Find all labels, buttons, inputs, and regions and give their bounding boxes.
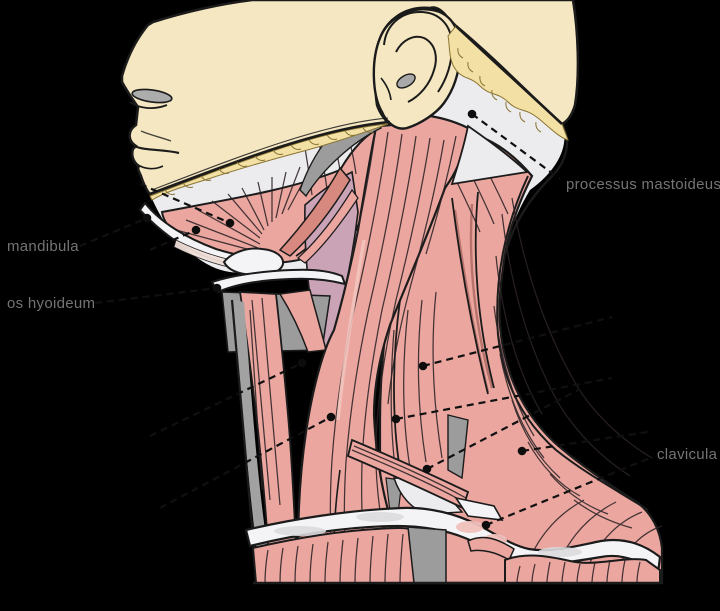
dot-os-hyoideum [212, 283, 222, 293]
thyrohyoid-muscle [278, 289, 327, 353]
mastoid-fascia-wedge [450, 124, 529, 186]
neck-front-deep-strip [232, 300, 272, 575]
omohyoid-region [346, 438, 504, 521]
leader-line [426, 388, 581, 470]
digastric-posterior-belly [278, 166, 351, 257]
leader-line [94, 286, 218, 305]
labels: processus mastoideus mandibula os hyoide… [7, 176, 720, 463]
deep-gray-wedge [407, 526, 447, 584]
leader-line [485, 456, 651, 527]
bones-and-tendons [138, 201, 347, 294]
marker-dots [142, 109, 527, 530]
label-processus-mastoideus: processus mastoideus [566, 176, 720, 193]
dot-clavicula [481, 520, 491, 530]
leader-line [149, 228, 197, 252]
leader-line [422, 315, 613, 368]
dot-levator-scapulae [517, 446, 527, 456]
clavicle-region [244, 506, 662, 585]
hyoid-body [222, 247, 285, 277]
leader-lines [79, 113, 651, 527]
leader-line [139, 182, 231, 225]
deltoid-muscle [504, 554, 661, 584]
dot-submandibular-1 [225, 218, 235, 228]
label-os-hyoideum: os hyoideum [7, 295, 95, 312]
leader-line [79, 216, 148, 248]
dot-scalenus-medius [391, 414, 401, 424]
scapula-acromion [454, 496, 504, 521]
dot-omohyoideus [422, 464, 432, 474]
hyoid-greater-horn [210, 268, 347, 294]
leader-line [395, 376, 613, 421]
dot-processus-mastoideus [467, 109, 477, 119]
dot-sternocleidomastoid-2 [326, 412, 336, 422]
nostril [131, 88, 173, 104]
label-clavicula: clavicula [657, 446, 718, 463]
deep-gray-wedge [447, 414, 469, 480]
leader-line [521, 430, 649, 453]
leader-line [159, 416, 332, 509]
cut-skin-edge [149, 25, 569, 201]
dot-scalenus-posterior [418, 361, 428, 371]
stylohyoid-muscle [297, 188, 359, 264]
dot-mandibula [142, 213, 152, 223]
leader-line [149, 362, 303, 437]
mouth-line [133, 144, 180, 155]
leader-line [471, 113, 561, 180]
head [120, 0, 580, 196]
dot-sternocleidomastoid-1 [297, 358, 307, 368]
dot-submandibular-2 [191, 225, 201, 235]
ear-concha-shadow [396, 73, 416, 89]
label-mandibula: mandibula [7, 238, 79, 255]
